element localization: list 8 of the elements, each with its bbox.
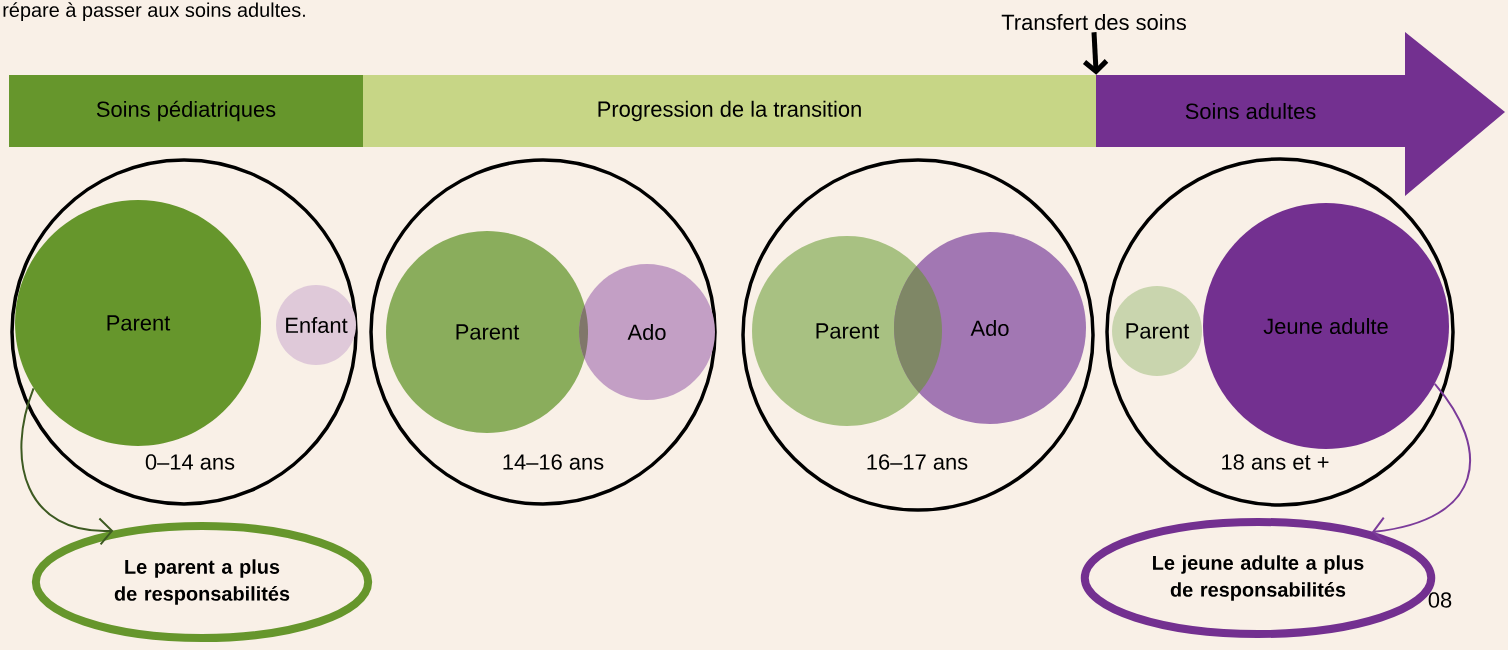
intro-text: répare à passer aux soins adultes. — [3, 2, 305, 21]
arrow — [1082, 32, 1109, 75]
arrow-banner: Soins adultes — [1096, 32, 1505, 196]
transfer-label: Transfert des soins — [1001, 13, 1186, 31]
banner-segment: Soins pédiatriques — [9, 75, 363, 147]
banner-segment: Progression de la transition — [363, 75, 1096, 147]
arrow — [1371, 382, 1471, 545]
arrow — [20, 387, 114, 546]
